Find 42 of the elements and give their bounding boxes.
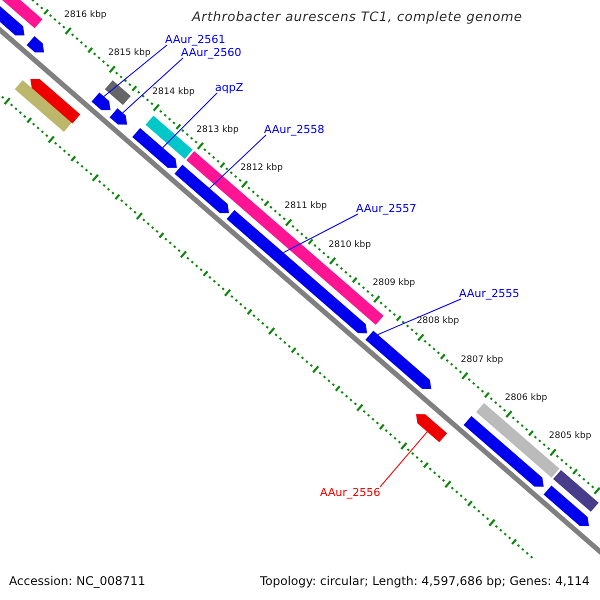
genome-info-text: Topology: circular; Length: 4,597,686 bp; Genes: 4,114 — [260, 575, 590, 587]
gene-block — [26, 36, 44, 52]
gene-block — [146, 116, 193, 159]
gene-block — [91, 92, 111, 110]
tick-label: 2809 kbp — [372, 279, 416, 288]
gene-label: aqpZ — [215, 82, 244, 93]
gene-block — [365, 330, 432, 389]
tick-label: 2806 kbp — [504, 394, 548, 404]
gene-block — [30, 78, 80, 124]
gene-block — [104, 80, 131, 106]
gene-label: AAur_2555 — [459, 288, 520, 299]
tick-label: 2808 kbp — [416, 317, 460, 326]
gene-label: AAur_2560 — [181, 47, 242, 58]
tick-label: 2814 kbp — [152, 88, 195, 97]
gene-block — [174, 164, 229, 214]
tick-label: 2811 kbp — [284, 202, 327, 212]
gene-label: AAur_2558 — [264, 124, 324, 135]
gene-block — [553, 470, 599, 512]
tick-label: 2815 kbp — [108, 49, 151, 58]
gene-label: AAur_2557 — [356, 203, 416, 214]
tick-label: 2812 kbp — [240, 164, 283, 174]
tick-label: 2813 kbp — [196, 126, 239, 135]
leader-line — [283, 214, 358, 254]
title: Arthrobacter aurescens TC1, complete genome — [192, 11, 522, 24]
gene-block — [464, 416, 544, 487]
leader-line — [122, 58, 184, 114]
leader-line — [380, 431, 428, 488]
leader-line — [209, 134, 266, 189]
gene-label: AAur_2556 — [320, 487, 380, 498]
leader-line — [162, 92, 218, 148]
tick-label: 2810 kbp — [328, 240, 371, 250]
gene-block — [0, 0, 42, 28]
gene-block — [544, 486, 589, 526]
gene-block — [14, 80, 72, 132]
tick-label: 2816 kbp — [64, 10, 107, 20]
tick-label: 2805 kbp — [548, 432, 592, 442]
gene-label: AAur_2561 — [165, 34, 226, 45]
gene-block — [110, 108, 128, 125]
gene-block — [416, 414, 448, 442]
tick-label: 2807 kbp — [460, 356, 504, 365]
accession-text: Accession: NC_008711 — [9, 575, 146, 587]
gene-block — [132, 128, 177, 168]
